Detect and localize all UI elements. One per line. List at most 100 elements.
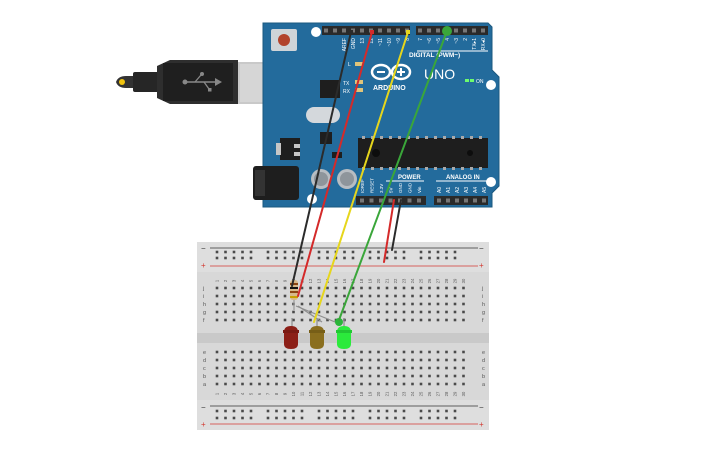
breadboard-hole[interactable] (402, 286, 406, 290)
breadboard-hole[interactable] (453, 256, 457, 260)
header-pin[interactable] (455, 198, 459, 203)
header-pin[interactable] (437, 198, 441, 203)
breadboard-hole[interactable] (343, 250, 346, 254)
breadboard-hole[interactable] (232, 286, 236, 290)
breadboard-hole[interactable] (326, 250, 329, 254)
breadboard-hole[interactable] (317, 358, 321, 362)
breadboard-hole[interactable] (241, 366, 244, 370)
breadboard-hole[interactable] (394, 294, 397, 298)
breadboard-hole[interactable] (275, 310, 278, 314)
breadboard-hole[interactable] (232, 358, 236, 362)
breadboard-hole[interactable] (300, 358, 304, 362)
header-pin[interactable] (388, 198, 393, 203)
breadboard-hole[interactable] (326, 350, 329, 354)
breadboard-hole[interactable] (394, 358, 397, 362)
breadboard-hole[interactable] (377, 250, 380, 254)
breadboard-hole[interactable] (283, 416, 287, 420)
breadboard-hole[interactable] (453, 350, 457, 354)
breadboard-hole[interactable] (394, 250, 397, 254)
breadboard-hole[interactable] (309, 318, 312, 322)
breadboard-hole[interactable] (411, 318, 414, 322)
breadboard-hole[interactable] (241, 409, 244, 413)
breadboard-hole[interactable] (283, 350, 287, 354)
breadboard-hole[interactable] (368, 416, 372, 420)
breadboard-hole[interactable] (258, 382, 261, 386)
breadboard-hole[interactable] (232, 302, 236, 306)
breadboard-hole[interactable] (224, 409, 227, 413)
breadboard-hole[interactable] (368, 409, 372, 413)
breadboard-hole[interactable] (436, 250, 440, 254)
breadboard-hole[interactable] (351, 256, 355, 260)
breadboard-hole[interactable] (266, 294, 270, 298)
breadboard-hole[interactable] (326, 256, 329, 260)
breadboard-hole[interactable] (283, 374, 287, 378)
breadboard-hole[interactable] (419, 374, 423, 378)
breadboard-hole[interactable] (394, 310, 397, 314)
breadboard-hole[interactable] (462, 318, 465, 322)
breadboard-hole[interactable] (360, 310, 363, 314)
breadboard-hole[interactable] (462, 374, 465, 378)
breadboard-hole[interactable] (462, 286, 465, 290)
breadboard-hole[interactable] (326, 366, 329, 370)
breadboard-hole[interactable] (326, 318, 329, 322)
breadboard-hole[interactable] (385, 382, 389, 386)
breadboard-hole[interactable] (402, 366, 406, 370)
breadboard-hole[interactable] (385, 310, 389, 314)
breadboard-hole[interactable] (224, 366, 227, 370)
breadboard-hole[interactable] (385, 409, 389, 413)
breadboard-hole[interactable] (232, 416, 236, 420)
breadboard-hole[interactable] (402, 350, 406, 354)
breadboard-hole[interactable] (445, 256, 448, 260)
breadboard-hole[interactable] (428, 250, 431, 254)
header-pin[interactable] (324, 28, 328, 33)
breadboard-hole[interactable] (445, 416, 448, 420)
breadboard-hole[interactable] (300, 416, 304, 420)
breadboard-hole[interactable] (317, 416, 321, 420)
breadboard-hole[interactable] (241, 310, 244, 314)
breadboard-hole[interactable] (266, 416, 270, 420)
breadboard-hole[interactable] (343, 286, 346, 290)
breadboard-hole[interactable] (334, 256, 338, 260)
breadboard-hole[interactable] (368, 256, 372, 260)
breadboard-hole[interactable] (334, 350, 338, 354)
breadboard-hole[interactable] (419, 294, 423, 298)
breadboard-hole[interactable] (436, 382, 440, 386)
breadboard-hole[interactable] (436, 374, 440, 378)
breadboard-hole[interactable] (215, 366, 219, 370)
breadboard-hole[interactable] (275, 350, 278, 354)
breadboard-hole[interactable] (360, 294, 363, 298)
breadboard-hole[interactable] (224, 250, 227, 254)
breadboard-hole[interactable] (436, 302, 440, 306)
breadboard-hole[interactable] (445, 409, 448, 413)
breadboard-hole[interactable] (326, 409, 329, 413)
breadboard-hole[interactable] (258, 374, 261, 378)
breadboard-hole[interactable] (368, 294, 372, 298)
breadboard-hole[interactable] (445, 382, 448, 386)
breadboard-hole[interactable] (326, 286, 329, 290)
breadboard-hole[interactable] (266, 366, 270, 370)
breadboard-hole[interactable] (462, 302, 465, 306)
breadboard-hole[interactable] (419, 409, 423, 413)
breadboard-hole[interactable] (215, 409, 219, 413)
header-pin[interactable] (472, 28, 476, 33)
breadboard-hole[interactable] (343, 366, 346, 370)
breadboard-hole[interactable] (411, 382, 414, 386)
breadboard-hole[interactable] (292, 250, 295, 254)
breadboard-hole[interactable] (266, 310, 270, 314)
breadboard-hole[interactable] (275, 318, 278, 322)
breadboard-hole[interactable] (275, 302, 278, 306)
breadboard-hole[interactable] (351, 286, 355, 290)
breadboard-hole[interactable] (275, 286, 278, 290)
breadboard-hole[interactable] (360, 286, 363, 290)
breadboard-hole[interactable] (334, 358, 338, 362)
breadboard-hole[interactable] (224, 358, 227, 362)
breadboard-hole[interactable] (385, 416, 389, 420)
header-pin[interactable] (436, 28, 440, 33)
breadboard-hole[interactable] (377, 286, 380, 290)
breadboard-hole[interactable] (232, 310, 236, 314)
breadboard-hole[interactable] (402, 250, 406, 254)
breadboard-hole[interactable] (258, 366, 261, 370)
breadboard-hole[interactable] (411, 350, 414, 354)
breadboard-hole[interactable] (232, 350, 236, 354)
breadboard-hole[interactable] (428, 382, 431, 386)
